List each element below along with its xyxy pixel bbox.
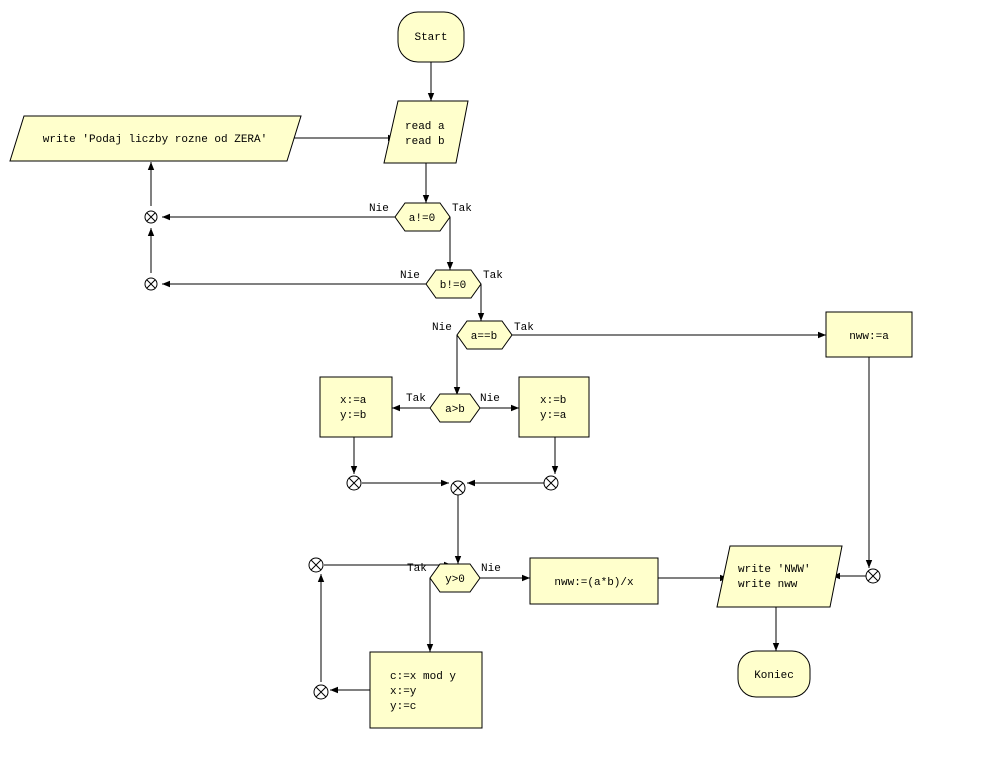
decision-b-nonzero: b!=0 <box>425 269 482 299</box>
decision-a-no-label: Nie <box>369 203 389 215</box>
start-label: Start <box>414 32 447 44</box>
assign-left-line-1: x:=a <box>340 395 367 407</box>
process-nww-calc-label: nww:=(a*b)/x <box>554 577 634 589</box>
end-node: Koniec <box>737 650 811 698</box>
write-output-line-1: write 'NWW' <box>738 564 811 576</box>
connector-nww <box>865 568 881 584</box>
read-line-1: read a <box>405 121 445 133</box>
process-nww-a: nww:=a <box>825 311 913 358</box>
decision-a-yes-label: Tak <box>452 203 472 215</box>
decision-a-greater-b: a>b <box>429 393 481 423</box>
connector-left-merge <box>346 475 362 491</box>
process-nww-a-label: nww:=a <box>849 331 889 343</box>
write-prompt-label: write 'Podaj liczby rozne od ZERA' <box>43 134 267 146</box>
decision-y-positive: y>0 <box>429 563 481 593</box>
assign-right-line-1: x:=b <box>540 395 566 407</box>
connector-2 <box>144 277 158 291</box>
decision-b-nonzero-label: b!=0 <box>440 280 466 292</box>
assign-left-line-2: y:=b <box>340 410 366 422</box>
loop-body-line-3: y:=c <box>390 701 416 713</box>
read-line-2: read b <box>405 136 445 148</box>
connector-right-merge <box>543 475 559 491</box>
flow-edges <box>147 62 873 694</box>
decision-y-yes-label: Tak <box>407 563 427 575</box>
write-prompt-node: write 'Podaj liczby rozne od ZERA' <box>9 115 302 162</box>
decision-a-nonzero: a!=0 <box>394 202 451 232</box>
connector-loop-bottom <box>313 684 329 700</box>
process-loop-body: c:=x mod y x:=y y:=c <box>369 651 483 729</box>
write-output-line-2: write nww <box>738 579 798 591</box>
connector-1 <box>144 210 158 224</box>
loop-body-line-2: x:=y <box>390 686 417 698</box>
write-output-node: write 'NWW' write nww <box>716 545 843 608</box>
read-input-node: read a read b <box>383 100 469 164</box>
decision-a-equals-b-label: a==b <box>471 331 497 343</box>
decision-a-equals-b: a==b <box>456 320 513 350</box>
process-assign-left: x:=a y:=b <box>319 376 393 438</box>
decision-gt-no-label: Nie <box>480 393 500 405</box>
decision-b-no-label: Nie <box>400 270 420 282</box>
process-nww-calc: nww:=(a*b)/x <box>529 557 659 605</box>
decision-gt-yes-label: Tak <box>406 393 426 405</box>
decision-a-nonzero-label: a!=0 <box>409 213 435 225</box>
assign-right-line-2: y:=a <box>540 410 567 422</box>
connector-loop-top <box>308 557 324 573</box>
decision-eq-no-label: Nie <box>432 322 452 334</box>
decision-eq-yes-label: Tak <box>514 322 534 334</box>
end-label: Koniec <box>754 670 794 682</box>
decision-y-positive-label: y>0 <box>445 574 465 586</box>
connector-merge <box>450 480 466 496</box>
decision-y-no-label: Nie <box>481 563 501 575</box>
start-node: Start <box>397 11 465 63</box>
decision-a-greater-b-label: a>b <box>445 404 465 416</box>
process-assign-right: x:=b y:=a <box>518 376 590 438</box>
decision-b-yes-label: Tak <box>483 270 503 282</box>
loop-body-line-1: c:=x mod y <box>390 671 456 683</box>
